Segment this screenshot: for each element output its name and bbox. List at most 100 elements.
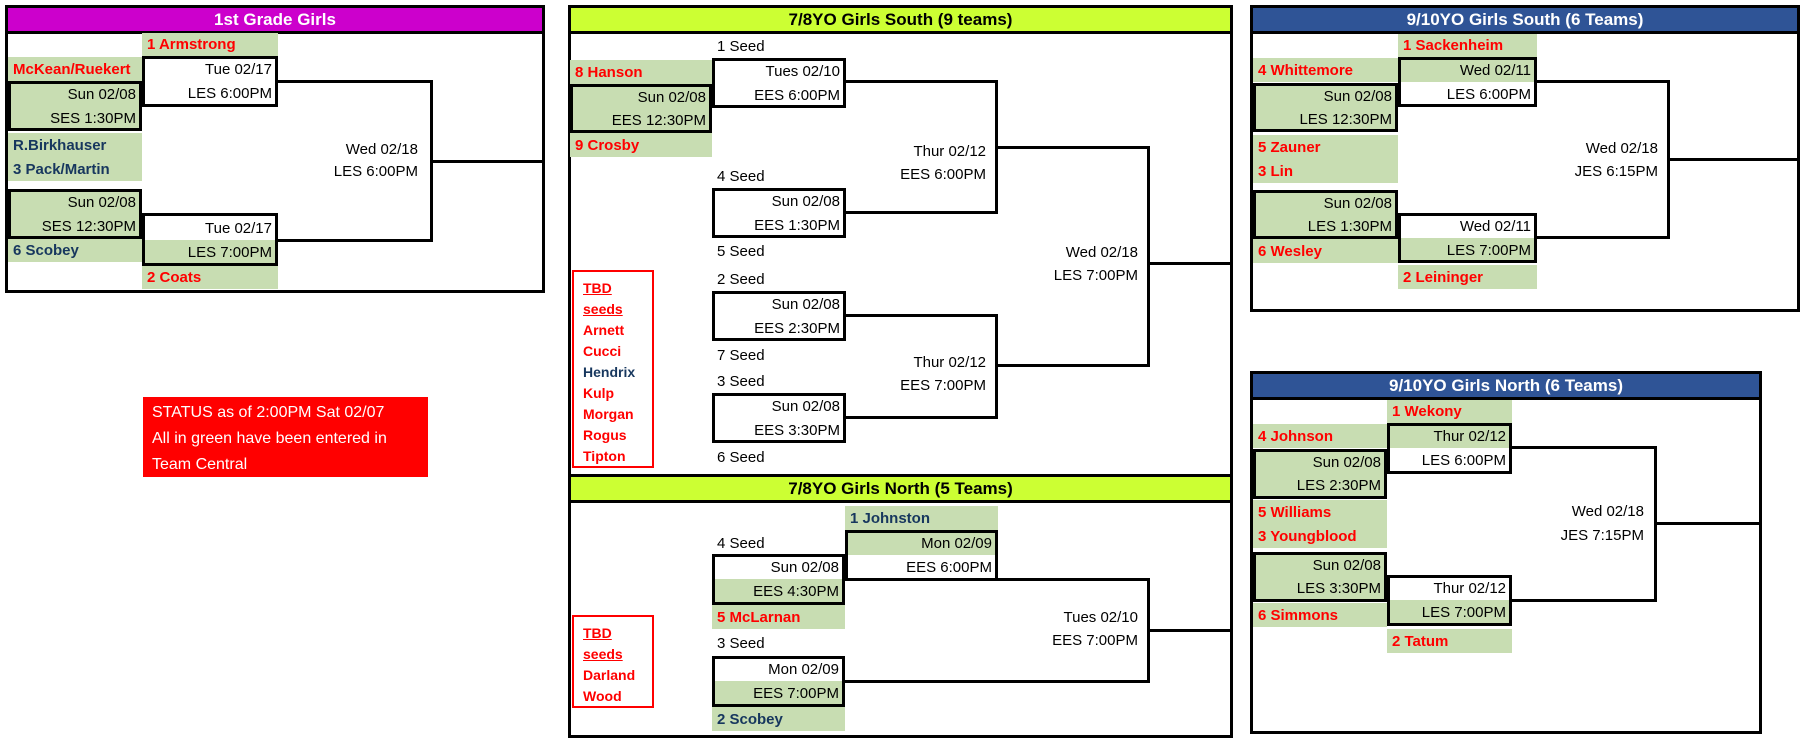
seed-label-6: 6 Seed [717, 449, 765, 466]
team-lin: 3 Lin [1253, 159, 1398, 183]
match2-date: Thur 02/12 [1433, 580, 1506, 597]
header-78-south: 7/8YO Girls South (9 teams) [571, 8, 1230, 34]
round1b-time: LES 3:30PM [1253, 577, 1387, 600]
status-line-2: All in green have been entered in [152, 430, 387, 447]
match1-date: Mon 02/09 [845, 532, 998, 555]
tbd-name: Tipton [583, 448, 626, 464]
team-pack-martin: 3 Pack/Martin [8, 157, 142, 181]
bracket-line [845, 680, 1150, 683]
tbd-title: TBD [583, 280, 612, 296]
seed-label-5: 5 Seed [717, 243, 765, 260]
match3-time: EES 2:30PM [754, 319, 840, 337]
bracket-line [430, 160, 542, 163]
team-scobey6: 6 Scobey [8, 238, 142, 262]
team-whittemore: 4 Whittemore [1253, 58, 1398, 82]
seed-label-3: 3 Seed [717, 635, 765, 652]
bracket-line [846, 211, 998, 214]
match2-time: EES 1:30PM [754, 216, 840, 234]
match1-date: Tues 02/10 [765, 63, 841, 80]
bracket-line [995, 314, 998, 419]
bracket-78yo-box [568, 5, 1233, 738]
bracket-line [998, 578, 1150, 581]
bracket-line [1654, 522, 1760, 525]
final-time: JES 6:15PM [1574, 162, 1658, 180]
tbd-name: Cucci [583, 343, 622, 359]
final-time: LES 7:00PM [1053, 266, 1138, 284]
semifinal1-time: EES 6:00PM [900, 165, 986, 183]
team-armstrong: 1 Armstrong [142, 33, 278, 56]
tbd-subtitle: seeds [583, 301, 623, 317]
match1-time: EES 6:00PM [754, 86, 840, 104]
match2-date: Tue 02/17 [205, 219, 272, 237]
header-910-north: 9/10YO Girls North (6 Teams) [1253, 374, 1759, 400]
round1b-date: Sun 02/08 [1253, 192, 1398, 215]
match2-time: LES 7:00PM [1398, 238, 1537, 262]
team-tatum: 2 Tatum [1387, 629, 1512, 653]
header-910-south: 9/10YO Girls South (6 Teams) [1253, 8, 1797, 34]
seed-label-7: 7 Seed [717, 347, 765, 364]
round1b-time: LES 1:30PM [1253, 215, 1398, 238]
semifinal2-date: Thur 02/12 [913, 353, 986, 371]
seed-label-1: 1 Seed [717, 38, 765, 55]
bracket-line [846, 416, 998, 419]
bracket-line [1147, 629, 1233, 632]
tbd-title: TBD [583, 625, 612, 641]
match1-date: Wed 02/11 [1398, 59, 1537, 82]
bracket-line [1512, 446, 1657, 449]
tbd-name: Wood [583, 688, 622, 704]
bracket-line [1537, 236, 1670, 239]
header-78-north: 7/8YO Girls North (5 Teams) [571, 477, 1230, 503]
tbd-name: Darland [583, 667, 636, 683]
team-crosby: 9 Crosby [570, 133, 712, 157]
team-mckean-ruekert: McKean/Ruekert [8, 57, 142, 81]
tbd-seeds-box-north: TBD seeds Darland Wood [572, 615, 654, 708]
round1a-date: Sun 02/08 [1253, 85, 1398, 108]
seed-label-3: 3 Seed [717, 373, 765, 390]
match2-time: EES 7:00PM [712, 681, 845, 705]
match1-time: EES 6:00PM [906, 558, 992, 576]
final-date: Wed 02/18 [1571, 502, 1644, 520]
bracket-line [998, 364, 1150, 367]
team-hanson: 8 Hanson [570, 60, 712, 84]
seed-label-2: 2 Seed [717, 271, 765, 288]
bracket-line [278, 239, 433, 242]
team-johnson: 4 Johnson [1253, 424, 1387, 448]
bracket-line [1147, 146, 1150, 367]
round1-date: Sun 02/08 [570, 86, 712, 109]
round1a-time: SES 1:30PM [8, 106, 142, 130]
final-time: JES 7:15PM [1560, 526, 1644, 544]
match1-time: LES 6:00PM [1446, 85, 1531, 103]
team-wekony: 1 Wekony [1387, 400, 1512, 423]
bracket-line [846, 80, 998, 83]
bracket-line [1667, 158, 1797, 161]
team-wesley: 6 Wesley [1253, 239, 1398, 263]
round1-time: EES 12:30PM [570, 109, 712, 132]
match4-date: Sun 02/08 [771, 398, 840, 415]
semifinal2-time: EES 7:00PM [900, 376, 986, 394]
seed-label-4: 4 Seed [717, 535, 765, 552]
team-simmons: 6 Simmons [1253, 603, 1387, 627]
match2-time: LES 7:00PM [1387, 600, 1512, 624]
match3-date: Sun 02/08 [771, 296, 840, 313]
match4-time: EES 3:30PM [754, 421, 840, 439]
final-time: LES 6:00PM [333, 162, 418, 180]
round1-time: EES 4:30PM [712, 579, 845, 603]
final-date: Wed 02/18 [345, 140, 418, 158]
final-time: EES 7:00PM [1052, 631, 1138, 649]
divider-line [568, 474, 1233, 477]
tbd-subtitle: seeds [583, 646, 623, 662]
round1a-time: LES 12:30PM [1253, 108, 1398, 131]
match1-date: Tue 02/17 [205, 61, 272, 78]
bracket-910-north [1250, 371, 1762, 734]
match2-time: LES 7:00PM [142, 240, 278, 264]
status-box: STATUS as of 2:00PM Sat 02/07 All in gre… [143, 397, 428, 477]
final-date: Wed 02/18 [1585, 139, 1658, 157]
round1a-date: Sun 02/08 [1253, 451, 1387, 474]
bracket-line [995, 80, 998, 214]
bracket-line [1147, 262, 1233, 265]
team-johnston: 1 Johnston [845, 506, 998, 530]
bracket-line [846, 314, 998, 317]
round1a-time: LES 2:30PM [1253, 474, 1387, 497]
match2-date: Wed 02/11 [1459, 218, 1531, 235]
